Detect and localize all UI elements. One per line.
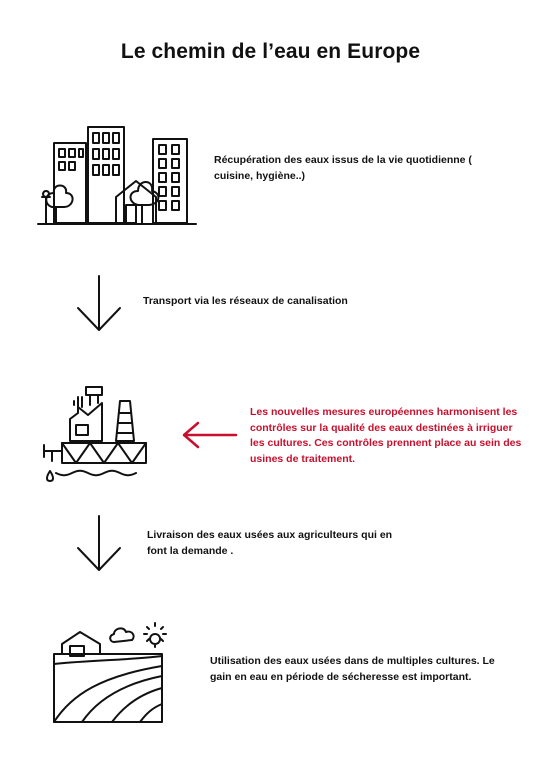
step-usage-text: Utilisation des eaux usées dans de multi…	[210, 655, 495, 683]
treatment-note-text: Les nouvelles mesures européennes harmon…	[250, 406, 522, 465]
farm-field-icon	[53, 622, 167, 723]
page-title: Le chemin de l’eau en Europe	[120, 40, 421, 63]
arrow-down-icon	[77, 515, 121, 571]
treatment-plant-icon	[43, 386, 147, 482]
step-collection-text: Récupération des eaux issus de la vie qu…	[214, 154, 472, 182]
city-icon	[37, 126, 197, 225]
arrow-down-icon	[77, 275, 121, 331]
step-delivery-text: Livraison des eaux usées aux agriculteur…	[147, 529, 393, 557]
arrow-left-icon	[182, 421, 238, 449]
step-transport-text: Transport via les réseaux de canalisatio…	[143, 295, 348, 307]
